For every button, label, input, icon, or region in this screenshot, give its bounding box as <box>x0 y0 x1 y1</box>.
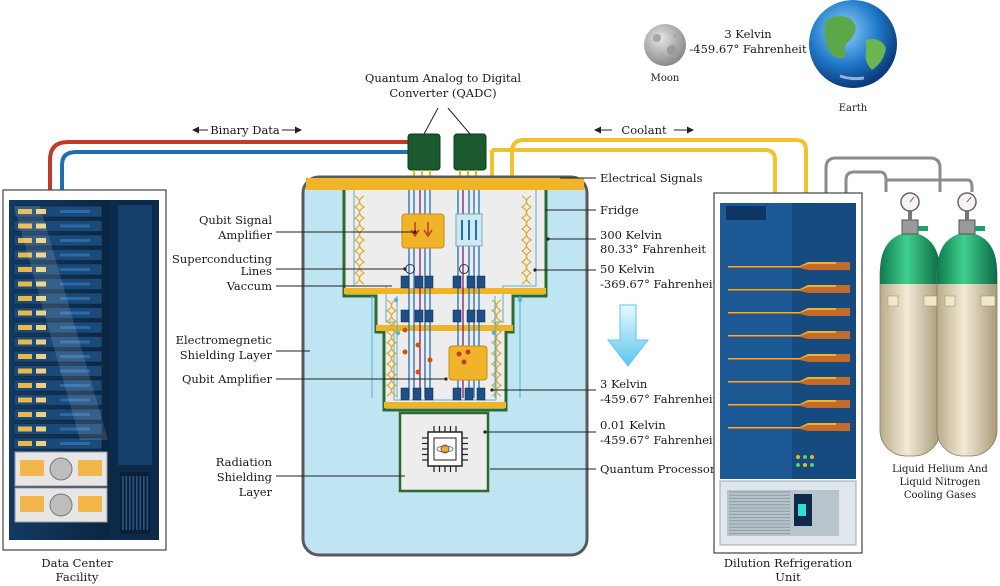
dilution-label-line1: Dilution Refrigeration <box>724 556 853 570</box>
dilution-refrigeration-unit <box>713 192 863 554</box>
gases-label-line1: Liquid Helium And <box>892 464 988 475</box>
em-shield-label-1: Electromegnetic <box>176 333 272 347</box>
k3-label-b: -459.67° Fahrenheit <box>600 392 718 406</box>
qadc-label-line1: Quantum Analog to Digital <box>365 71 521 85</box>
radiation-label-3: Layer <box>239 485 273 499</box>
k300-label-a: 300 Kelvin <box>600 228 663 242</box>
heat-exchanger-coils <box>353 195 533 397</box>
binary-data-arrow <box>192 126 302 134</box>
cooling-down-arrow <box>606 304 650 367</box>
label-leader-lines <box>276 177 596 477</box>
qadc-label-line2: Converter (QADC) <box>389 86 496 100</box>
gases-label-line2: Liquid Nitrogen <box>900 477 982 488</box>
em-shield-label-2: Shielding Layer <box>180 348 273 362</box>
coolant-label: Coolant <box>621 123 667 137</box>
data-center-label-line1: Data Center <box>41 556 113 570</box>
coolant-arrow <box>594 126 694 134</box>
electrical-signals-label: Electrical Signals <box>600 171 703 185</box>
k001-label-a: 0.01 Kelvin <box>600 418 666 432</box>
k001-label-b: -459.67° Fahrenheit <box>600 433 718 447</box>
superconducting-label-2: Lines <box>241 264 273 278</box>
server-units <box>13 205 108 450</box>
k50-label-a: 50 Kelvin <box>600 262 655 276</box>
earth-kelvin-label: 3 Kelvin <box>724 27 772 41</box>
binary-data-wires <box>48 140 418 205</box>
earth-icon <box>809 0 897 88</box>
k300-label-b: 80.33° Fahrenheit <box>600 242 706 256</box>
dilution-label-line2: Unit <box>775 570 801 584</box>
k50-label-b: -369.67° Fahrenheit <box>600 277 718 291</box>
data-center-label-line2: Facility <box>56 570 99 584</box>
quantum-processor-chip <box>422 426 468 472</box>
vaccum-label: Vaccum <box>226 279 272 293</box>
moon-icon <box>644 24 686 66</box>
qubit-amplifier-block <box>448 345 488 381</box>
qubit-signal-amplifier-label-2: Amplifier <box>217 228 272 242</box>
radiation-label-2: Shielding <box>217 470 273 484</box>
gases-label-line3: Cooling Gases <box>904 490 976 501</box>
qadc-units <box>407 107 487 178</box>
data-center-rack <box>2 189 167 551</box>
moon-label: Moon <box>651 73 680 84</box>
earth-fahrenheit-label: -459.67° Fahrenheit <box>689 42 807 56</box>
quantum-processor-label: Quantum Processor <box>600 462 716 476</box>
stage-plates <box>344 288 546 408</box>
earth-label: Earth <box>839 103 868 114</box>
gas-tanks <box>879 192 998 457</box>
k3-label-a: 3 Kelvin <box>600 377 648 391</box>
radiation-label-1: Radiation <box>216 455 273 469</box>
qubit-amplifier-label: Qubit Amplifier <box>182 372 273 386</box>
coolant-pipes <box>490 138 974 205</box>
qubit-signal-amplifier-block <box>401 213 483 249</box>
qubit-signal-amplifier-label-1: Qubit Signal <box>199 213 272 227</box>
rack-vent <box>120 472 150 534</box>
binary-data-label: Binary Data <box>210 123 280 137</box>
superconducting-label-1: Superconducting <box>172 252 273 266</box>
fridge-label: Fridge <box>600 203 639 217</box>
circuit-blocks <box>393 275 523 401</box>
